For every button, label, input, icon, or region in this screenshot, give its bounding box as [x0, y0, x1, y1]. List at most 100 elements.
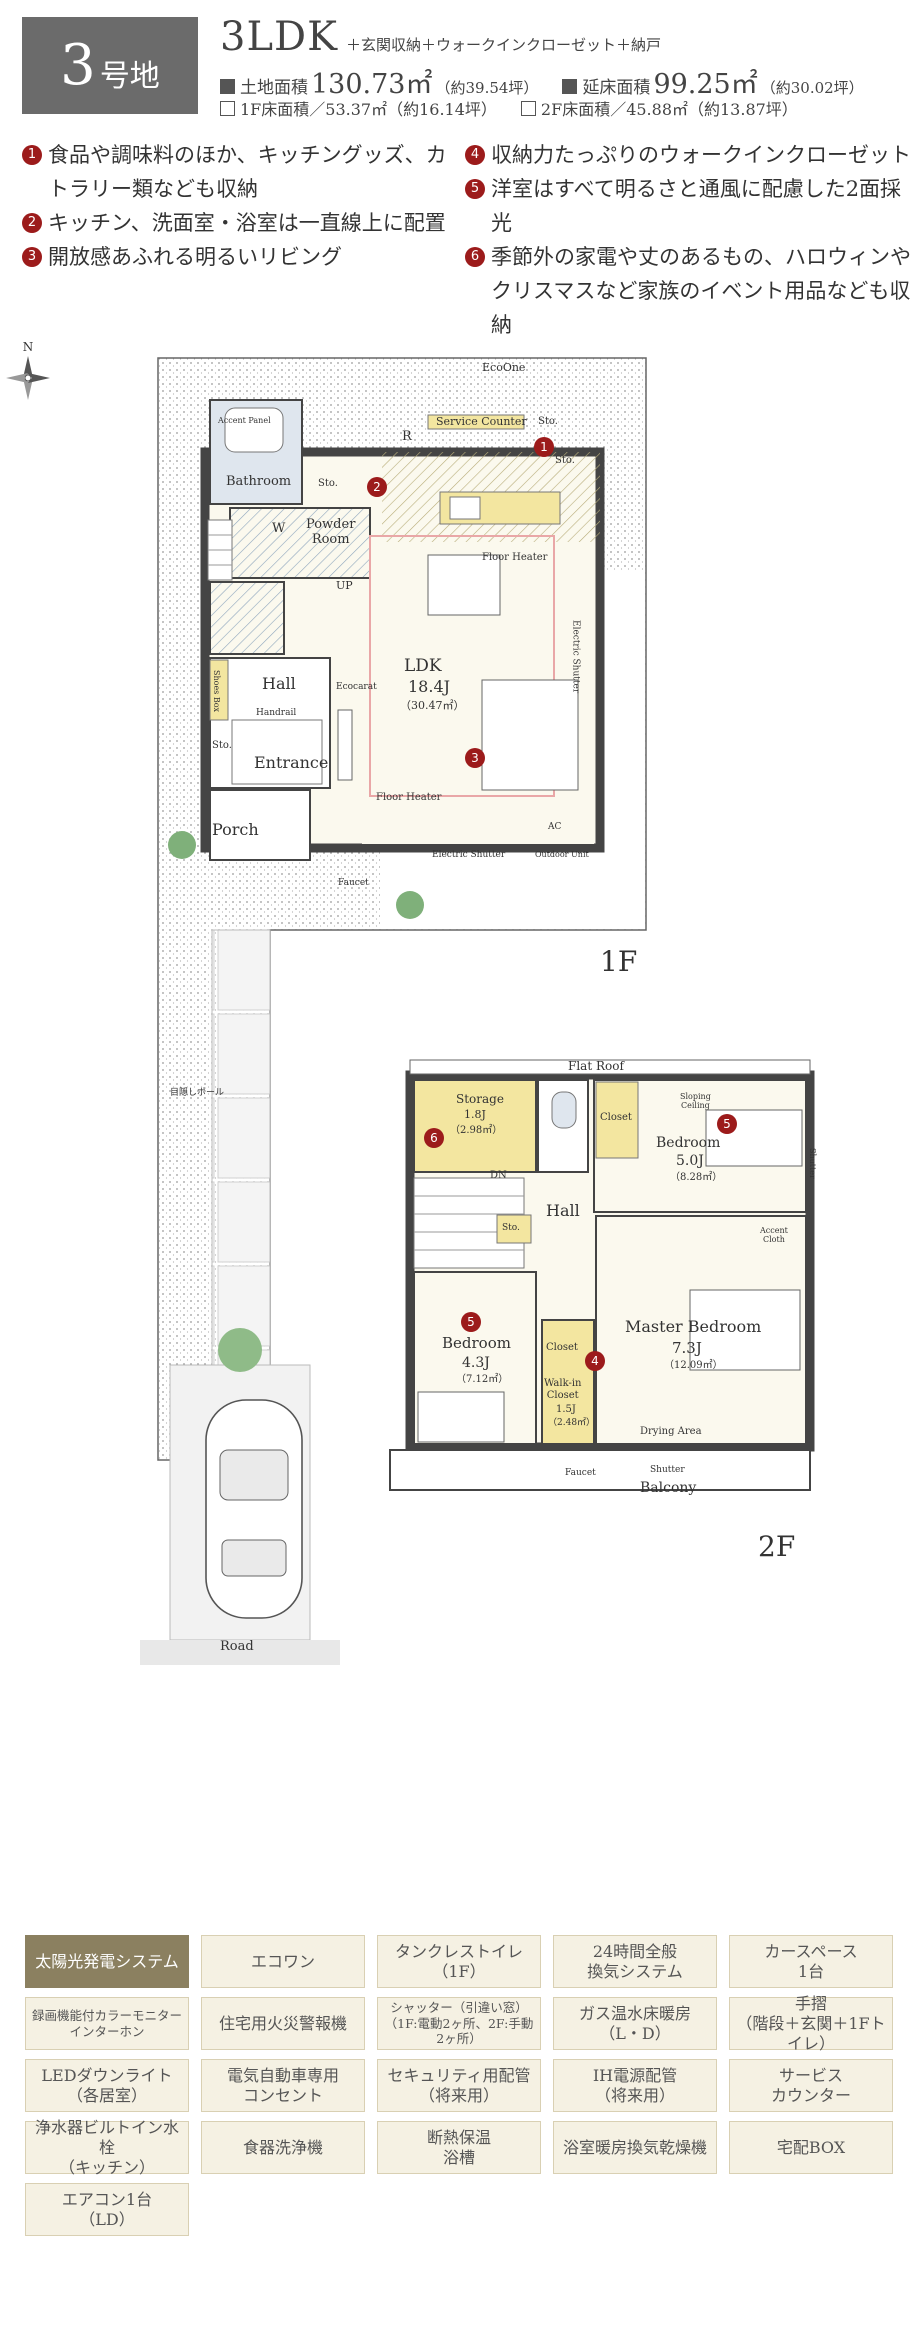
walk-in-closet-size: 1.5J — [556, 1404, 576, 1415]
bathtub — [224, 407, 284, 453]
ecoone-label: EcoOne — [482, 361, 526, 374]
bathroom-label: Bathroom — [226, 474, 292, 489]
floor-heater-outline — [369, 535, 555, 797]
walk-in-closet — [541, 1319, 595, 1445]
ac-label: AC — [548, 822, 562, 832]
plan-type: 3LDK ＋玄関収納＋ウォークインクローゼット＋納戸 — [220, 14, 661, 60]
hall-2f-label: Hall — [546, 1201, 580, 1220]
equipment-item: 浴室暖房換気乾燥機 — [553, 2121, 717, 2174]
accent-cloth-label: Accent Cloth — [760, 1226, 788, 1245]
porch — [209, 789, 311, 861]
equipment-item: 宅配BOX — [729, 2121, 893, 2174]
equipment-item: ガス温水床暖房 （L・D） — [553, 1997, 717, 2050]
sofa — [481, 679, 579, 791]
floor-area-label: 延床面積 — [582, 78, 651, 98]
equipment-item: 24時間全般 換気システム — [553, 1935, 717, 1988]
washer-label: W — [272, 521, 286, 536]
floor-heater-label: Floor Heater — [376, 792, 442, 803]
lot-number-badge: 3 号地 — [22, 17, 198, 114]
closet-label: Closet — [546, 1342, 578, 1353]
master-bedroom-sqm: （12.09㎡） — [664, 1360, 723, 1371]
equipment-item: 手摺 （階段＋玄関＋1Fトイレ） — [729, 1994, 893, 2053]
toilet-room — [209, 581, 285, 655]
feature-item: 5 洋室はすべて明るさと通風に配慮した2面採光 — [465, 172, 915, 240]
floor-2f-label: 2F — [758, 1530, 796, 1563]
shoes-box — [209, 659, 229, 721]
equipment-item: シャッター（引違い窓） （1F:電動2ヶ所、2F:手動2ヶ所） — [377, 1997, 541, 2050]
accent-panel-label: Accent Panel — [218, 416, 271, 425]
floor-areas: 1F床面積／53.37㎡（約16.14坪） 2F床面積／45.88㎡（約13.8… — [220, 96, 798, 120]
feature-item: 2 キッチン、洗面室・浴室は一直線上に配置 — [22, 206, 462, 240]
feature-text: 季節外の家電や丈のあるもの、ハロウィンやクリスマスなど家族のイベント用品なども収… — [491, 245, 911, 337]
shutter-2f-label: Shutter — [650, 1465, 685, 1475]
stairs-treads — [208, 534, 232, 566]
plan-marker-4: 4 — [585, 1351, 605, 1371]
bed-west — [417, 1391, 505, 1443]
filled-square-icon — [220, 79, 235, 94]
flat-roof — [409, 1059, 811, 1075]
area-summary: 土地面積 130.73㎡ （約39.54坪） 延床面積 99.25㎡ （約30.… — [220, 62, 864, 101]
ldk-size: 18.4J — [408, 677, 451, 696]
storage-size: 1.8J — [464, 1108, 486, 1121]
storage-name: Storage — [456, 1092, 504, 1106]
svg-text:N: N — [23, 340, 34, 354]
equipment-item: IH電源配管 （将来用） — [553, 2059, 717, 2112]
hall-label: Hall — [262, 674, 296, 693]
bedroom-west-name: Bedroom — [442, 1334, 511, 1352]
road — [140, 1640, 340, 1665]
driveway-paving — [211, 929, 271, 1401]
floor-plan-drawing — [140, 357, 815, 1665]
porch-label: Porch — [212, 820, 259, 839]
sto-2f-label: Sto. — [502, 1223, 520, 1233]
equipment-item: 食器洗浄機 — [201, 2121, 365, 2174]
car-icon — [205, 1399, 303, 1619]
plan-marker-5: 5 — [717, 1114, 737, 1134]
floor-heater-label: Floor Heater — [482, 552, 548, 563]
equipment-item: セキュリティ用配管 （将来用） — [377, 2059, 541, 2112]
tv-board — [337, 709, 353, 781]
equipment-item: カースペース 1台 — [729, 1935, 893, 1988]
tree-icon — [168, 831, 424, 1372]
storage-sqm: （2.98㎡） — [450, 1125, 503, 1136]
feature-item: 6 季節外の家電や丈のあるもの、ハロウィンやクリスマスなど家族のイベント用品など… — [465, 240, 915, 342]
faucet-label: Faucet — [338, 878, 369, 888]
walk-in-closet-name: Walk-in Closet — [544, 1378, 582, 1401]
road-label: Road — [220, 1639, 254, 1654]
land-area-value: 130.73㎡ — [311, 69, 433, 100]
electric-shutter-label: Electric Shutter — [432, 850, 506, 860]
dn-label: DN — [490, 1170, 507, 1181]
equipment-item: 断熱保温 浴槽 — [377, 2121, 541, 2174]
feature-text: 洋室はすべて明るさと通風に配慮した2面採光 — [491, 177, 902, 235]
feature-text: 収納力たっぷりのウォークインクローゼット — [491, 143, 911, 167]
equipment-item: 録画機能付カラーモニター インターホン — [25, 1997, 189, 2050]
sloping-ceiling-label: Sloping Ceiling — [680, 1092, 711, 1111]
closet-label: Closet — [600, 1112, 632, 1123]
marker-6: 6 — [465, 247, 485, 267]
bedroom-west-size: 4.3J — [462, 1355, 490, 1371]
sto-label: Sto. — [318, 478, 338, 489]
toilet-2f — [551, 1091, 577, 1129]
balcony-label: Balcony — [640, 1480, 697, 1496]
plan-type-main: 3LDK — [220, 14, 338, 60]
bedroom-east-sqm: （8.28㎡） — [670, 1172, 723, 1183]
powder-room-label: Powder Room — [306, 517, 356, 547]
feature-list-right: 4 収納力たっぷりのウォークインクローゼット 5 洋室はすべて明るさと通風に配慮… — [465, 138, 915, 342]
equipment-item: 住宅用火災警報機 — [201, 1997, 365, 2050]
plan-marker-3: 3 — [465, 748, 485, 768]
ldk-name: LDK — [404, 656, 442, 676]
compass-icon: N — [6, 340, 50, 400]
marker-1: 1 — [22, 145, 42, 165]
ldk-sqm: （30.47㎡） — [400, 699, 465, 712]
floor-plans: EcoOne Service Counter Sto. Sto. R Accen… — [0, 340, 920, 1940]
marker-5: 5 — [465, 179, 485, 199]
marker-3: 3 — [22, 247, 42, 267]
plan-marker-5: 5 — [461, 1312, 481, 1332]
marker-2: 2 — [22, 213, 42, 233]
trench-label: 目隠しポール — [170, 1088, 225, 1098]
dining-table — [427, 554, 501, 616]
equipment-item: 太陽光発電システム — [25, 1935, 189, 1988]
bedroom-east-size: 5.0J — [676, 1153, 704, 1169]
sto-label: Sto. — [538, 416, 558, 427]
balcony — [389, 1449, 811, 1491]
bedroom-east-name: Bedroom — [656, 1135, 721, 1151]
